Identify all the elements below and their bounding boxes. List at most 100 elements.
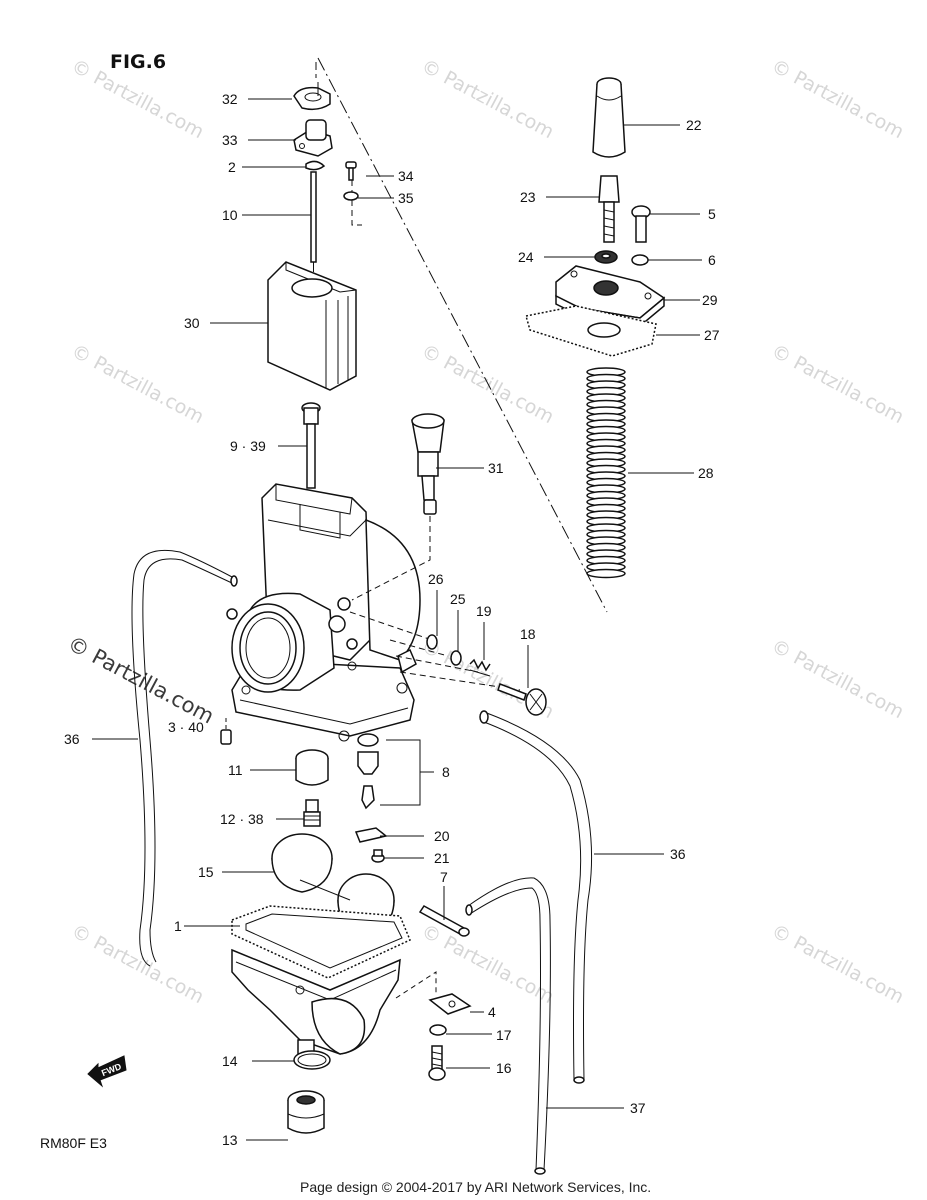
callout-13: 13: [222, 1132, 238, 1148]
part-11-jet-holder: [295, 749, 329, 786]
callout-15: 15: [198, 864, 214, 880]
callout-10: 10: [222, 207, 238, 223]
part-30-throttle-valve: [267, 261, 357, 391]
part-6-washer: [631, 254, 649, 266]
part-5-screw: [631, 205, 651, 243]
callout-4: 4: [488, 1004, 496, 1020]
callout-19: 19: [476, 603, 492, 619]
part-22-rubber-cap: [592, 77, 626, 158]
part-37-hose: [465, 877, 551, 1175]
part-16-bolt: [428, 1045, 446, 1081]
watermark: © Partzilla.com: [418, 55, 558, 143]
callout-37: 37: [630, 1100, 646, 1116]
part-20-clip: [354, 827, 388, 843]
callout-33: 33: [222, 132, 238, 148]
callout-2: 2: [228, 159, 236, 175]
part-3-40-screw: [220, 718, 232, 745]
part-8-needle-valve: [357, 733, 379, 810]
callout-6: 6: [708, 252, 716, 268]
watermark: © Partzilla.com: [68, 920, 208, 1008]
part-1-gasket: [231, 905, 411, 979]
callout-5: 5: [708, 206, 716, 222]
watermark: © Partzilla.com: [768, 340, 908, 428]
part-31-starter-plunger: [411, 413, 445, 515]
watermark: © Partzilla.com: [768, 635, 908, 723]
watermark-layer: © Partzilla.com © Partzilla.com © Partzi…: [64, 55, 908, 1008]
spring-coil: [586, 568, 626, 579]
callout-32: 32: [222, 91, 238, 107]
callout-25: 25: [450, 591, 466, 607]
callout-26: 26: [428, 571, 444, 587]
guide-bracket-34-35: [351, 180, 362, 226]
callout-31: 31: [488, 460, 504, 476]
part-18-air-screw: [497, 683, 547, 716]
part-27-gasket: [525, 305, 657, 357]
part-25-washer: [450, 650, 462, 666]
callout-23: 23: [520, 189, 536, 205]
callout-18: 18: [520, 626, 536, 642]
assembly-guide-31: [351, 516, 431, 601]
callout-29: 29: [702, 292, 718, 308]
part-28-spring: [586, 367, 626, 579]
part-14-oring: [293, 1050, 331, 1070]
part-23-adjuster: [598, 175, 620, 243]
part-29-top-cover: [555, 265, 666, 327]
float-bowl: [231, 948, 401, 1055]
callout-28: 28: [698, 465, 714, 481]
callout-12-38: 12 · 38: [220, 811, 264, 827]
callout-8: 8: [442, 764, 450, 780]
watermark: © Partzilla.com: [68, 340, 208, 428]
callout-16: 16: [496, 1060, 512, 1076]
part-24-nut: [594, 250, 618, 264]
watermark: © Partzilla.com: [418, 920, 558, 1008]
callout-3-40: 3 · 40: [168, 719, 204, 735]
callout-1: 1: [174, 918, 182, 934]
callout-24: 24: [518, 249, 534, 265]
part-12-38-main-jet: [303, 799, 321, 827]
callout-9-39: 9 · 39: [230, 438, 266, 454]
callout-22: 22: [686, 117, 702, 133]
fwd-arrow-icon: FWD: [87, 1055, 127, 1088]
part-32-cap: [293, 82, 331, 111]
carburetor-body: [226, 483, 421, 742]
callout-21: 21: [434, 850, 450, 866]
part-36-hose-right: [479, 710, 593, 1084]
callout-36-right: 36: [670, 846, 686, 862]
part-36-hose-left: [131, 549, 238, 967]
part-13-plug: [287, 1090, 325, 1134]
footer-copyright: Page design © 2004-2017 by ARI Network S…: [300, 1179, 651, 1195]
callout-35: 35: [398, 190, 414, 206]
watermark: © Partzilla.com: [768, 920, 908, 1008]
part-2-clip: [305, 160, 326, 171]
watermark: © Partzilla.com: [768, 55, 908, 143]
part-9-39-bolt: [301, 402, 321, 489]
callout-30: 30: [184, 315, 200, 331]
part-4-plate: [428, 993, 472, 1015]
alignment-guide-line: [317, 57, 608, 613]
part-34-screw: [345, 161, 357, 181]
part-33-plate: [293, 119, 333, 157]
part-7-pin: [418, 905, 470, 937]
callout-11: 11: [228, 762, 243, 778]
callout-7: 7: [440, 869, 448, 885]
leader-lines: [92, 98, 702, 1141]
callout-27: 27: [704, 327, 720, 343]
model-code: RM80F E3: [40, 1135, 107, 1151]
watermark-main: © Partzilla.com: [64, 631, 218, 728]
bowl-guide: [395, 971, 437, 999]
assembly-guide-lines: [349, 611, 521, 691]
callout-34: 34: [398, 168, 414, 184]
callout-17: 17: [496, 1027, 512, 1043]
part-10-needle: [310, 171, 317, 272]
part-35-washer: [343, 191, 359, 201]
figure-label: FIG.6: [110, 51, 166, 73]
part-19-spring: [469, 658, 491, 677]
callout-36-left: 36: [64, 731, 80, 747]
callout-14: 14: [222, 1053, 238, 1069]
part-21-screw: [371, 849, 385, 863]
part-26-oring: [426, 634, 438, 650]
callout-20: 20: [434, 828, 450, 844]
part-17-washer: [429, 1024, 447, 1036]
callout-labels: 32 33 2 34 35 10 30 9 · 39 31 22 23 5 24…: [64, 91, 720, 1148]
